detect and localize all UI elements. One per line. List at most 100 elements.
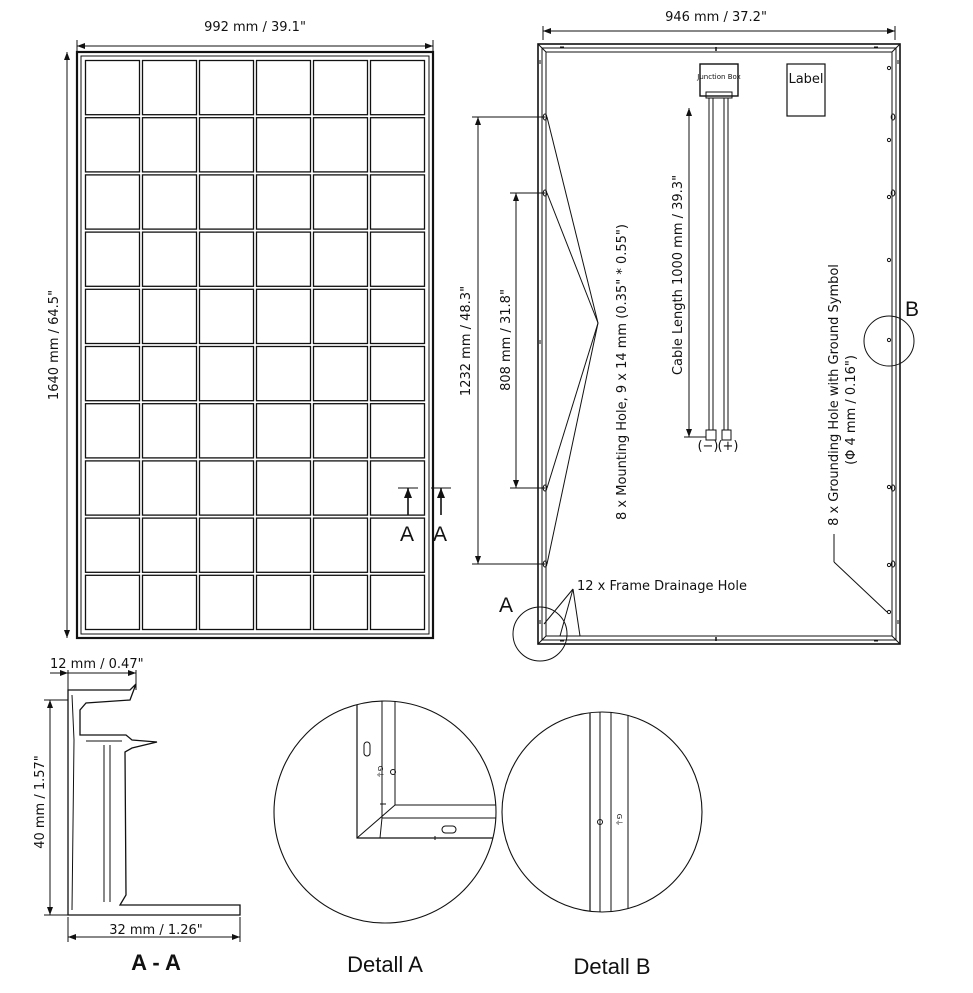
- detail-b-caption: Detall B: [573, 954, 650, 979]
- back-frame-outer: [537, 43, 901, 645]
- solar-cell: [312, 59, 369, 116]
- solar-cell: [141, 59, 198, 116]
- detail-a-circle: [273, 700, 497, 924]
- solar-cell: [312, 403, 369, 459]
- solar-cell: [369, 59, 426, 116]
- solar-cell: [141, 403, 198, 459]
- section-top-label: 12 mm / 0.47": [50, 657, 144, 672]
- spacing-inner-label: 808 mm / 31.8": [499, 289, 514, 391]
- solar-cell: [198, 574, 255, 631]
- solar-cell: [198, 174, 255, 230]
- solar-cell: [198, 345, 255, 402]
- solar-cell: [312, 574, 369, 631]
- solar-cell: [198, 231, 255, 287]
- solar-cell: [312, 460, 369, 516]
- solar-cell: [312, 174, 369, 230]
- solar-cell: [198, 288, 255, 345]
- solar-cell: [369, 345, 426, 402]
- mounting-hole-label: 8 x Mounting Hole, 9 x 14 mm (0.35" * 0.…: [615, 224, 630, 520]
- junction-box: [699, 63, 739, 97]
- solar-cell: [84, 517, 141, 573]
- solar-cell: [255, 574, 312, 631]
- solar-cell: [141, 174, 198, 230]
- front-height-label: 1640 mm / 64.5": [47, 290, 62, 400]
- solar-cell: [369, 174, 426, 230]
- solar-cell: [369, 403, 426, 459]
- solar-cell: [84, 403, 141, 459]
- polarity-positive: (+): [717, 439, 738, 454]
- solar-cell: [198, 117, 255, 173]
- solar-cell: [255, 117, 312, 173]
- solar-cell: [369, 460, 426, 516]
- spacing-outer-label: 1232 mm / 48.3": [459, 286, 474, 396]
- solar-cell: [141, 460, 198, 516]
- front-view: 992 mm / 39.1" 1640 mm / 64.5" A A: [47, 20, 451, 640]
- solar-cell: [198, 403, 255, 459]
- solar-cell: [255, 231, 312, 287]
- front-width-label: 992 mm / 39.1": [204, 20, 306, 35]
- solar-cell: [84, 231, 141, 287]
- solar-cell: [312, 117, 369, 173]
- solar-cell: [255, 345, 312, 402]
- detail-a-marker-circle: [512, 606, 568, 662]
- solar-cell: [84, 460, 141, 516]
- solar-cell: [141, 117, 198, 173]
- solar-cell: [84, 59, 141, 116]
- label-box-text: Label: [788, 72, 823, 87]
- drainage-hole-label: 12 x Frame Drainage Hole: [577, 579, 747, 594]
- solar-cell: [84, 174, 141, 230]
- solar-cell: [141, 574, 198, 631]
- svg-text:G⏚: G⏚: [376, 766, 384, 778]
- solar-cell: [255, 403, 312, 459]
- solar-cell: [141, 517, 198, 573]
- section-view: 12 mm / 0.47" 40 mm / 1.57" 32 mm / 1.26…: [33, 657, 241, 975]
- solar-cell: [84, 345, 141, 402]
- detail-a-caption: Detall A: [347, 952, 423, 977]
- solar-cell: [141, 231, 198, 287]
- detail-b-marker: B: [905, 298, 919, 321]
- detail-b-circle: [501, 711, 703, 913]
- solar-cell: [369, 231, 426, 287]
- detail-a-marker: A: [499, 594, 513, 617]
- solar-cell: [198, 59, 255, 116]
- solar-cell: [312, 517, 369, 573]
- cell-grid: [84, 59, 426, 631]
- solar-cell: [369, 574, 426, 631]
- solar-cell: [369, 288, 426, 345]
- detail-b: G⏚ Detall B: [501, 711, 703, 979]
- grounding-holes: [886, 65, 892, 615]
- solar-cell: [84, 117, 141, 173]
- solar-cell: [255, 174, 312, 230]
- solar-cell: [255, 517, 312, 573]
- label-box: [786, 63, 826, 117]
- solar-cell: [255, 288, 312, 345]
- section-bottom-label: 32 mm / 1.26": [109, 923, 203, 938]
- solar-cell: [369, 517, 426, 573]
- section-mark-a-right: A: [433, 523, 447, 546]
- solar-cell: [141, 345, 198, 402]
- solar-cell: [312, 231, 369, 287]
- front-frame-outer: [75, 50, 435, 640]
- mounting-holes: [542, 113, 896, 568]
- frame-profile: [67, 683, 241, 916]
- solar-cell: [312, 288, 369, 345]
- solar-cell: [141, 288, 198, 345]
- section-caption: A - A: [131, 950, 181, 975]
- solar-cell: [198, 517, 255, 573]
- solar-cell: [255, 460, 312, 516]
- cable-length-label: Cable Length 1000 mm / 39.3": [671, 175, 686, 375]
- detail-b-marker-circle: [863, 315, 915, 367]
- section-height-label: 40 mm / 1.57": [33, 755, 48, 849]
- grounding-hole-size-label: (Φ 4 mm / 0.16"): [844, 355, 859, 465]
- solar-cell: [255, 59, 312, 116]
- section-mark-a-left: A: [400, 523, 414, 546]
- drainage-marks: [539, 46, 899, 642]
- back-view: 946 mm / 37.2": [459, 10, 919, 662]
- solar-cell: [312, 345, 369, 402]
- detail-a: G⏚ Detall A: [273, 700, 497, 977]
- svg-text:G⏚: G⏚: [615, 814, 623, 826]
- grounding-hole-label: 8 x Grounding Hole with Ground Symbol: [827, 264, 842, 526]
- solar-cell: [84, 574, 141, 631]
- solar-cell: [198, 460, 255, 516]
